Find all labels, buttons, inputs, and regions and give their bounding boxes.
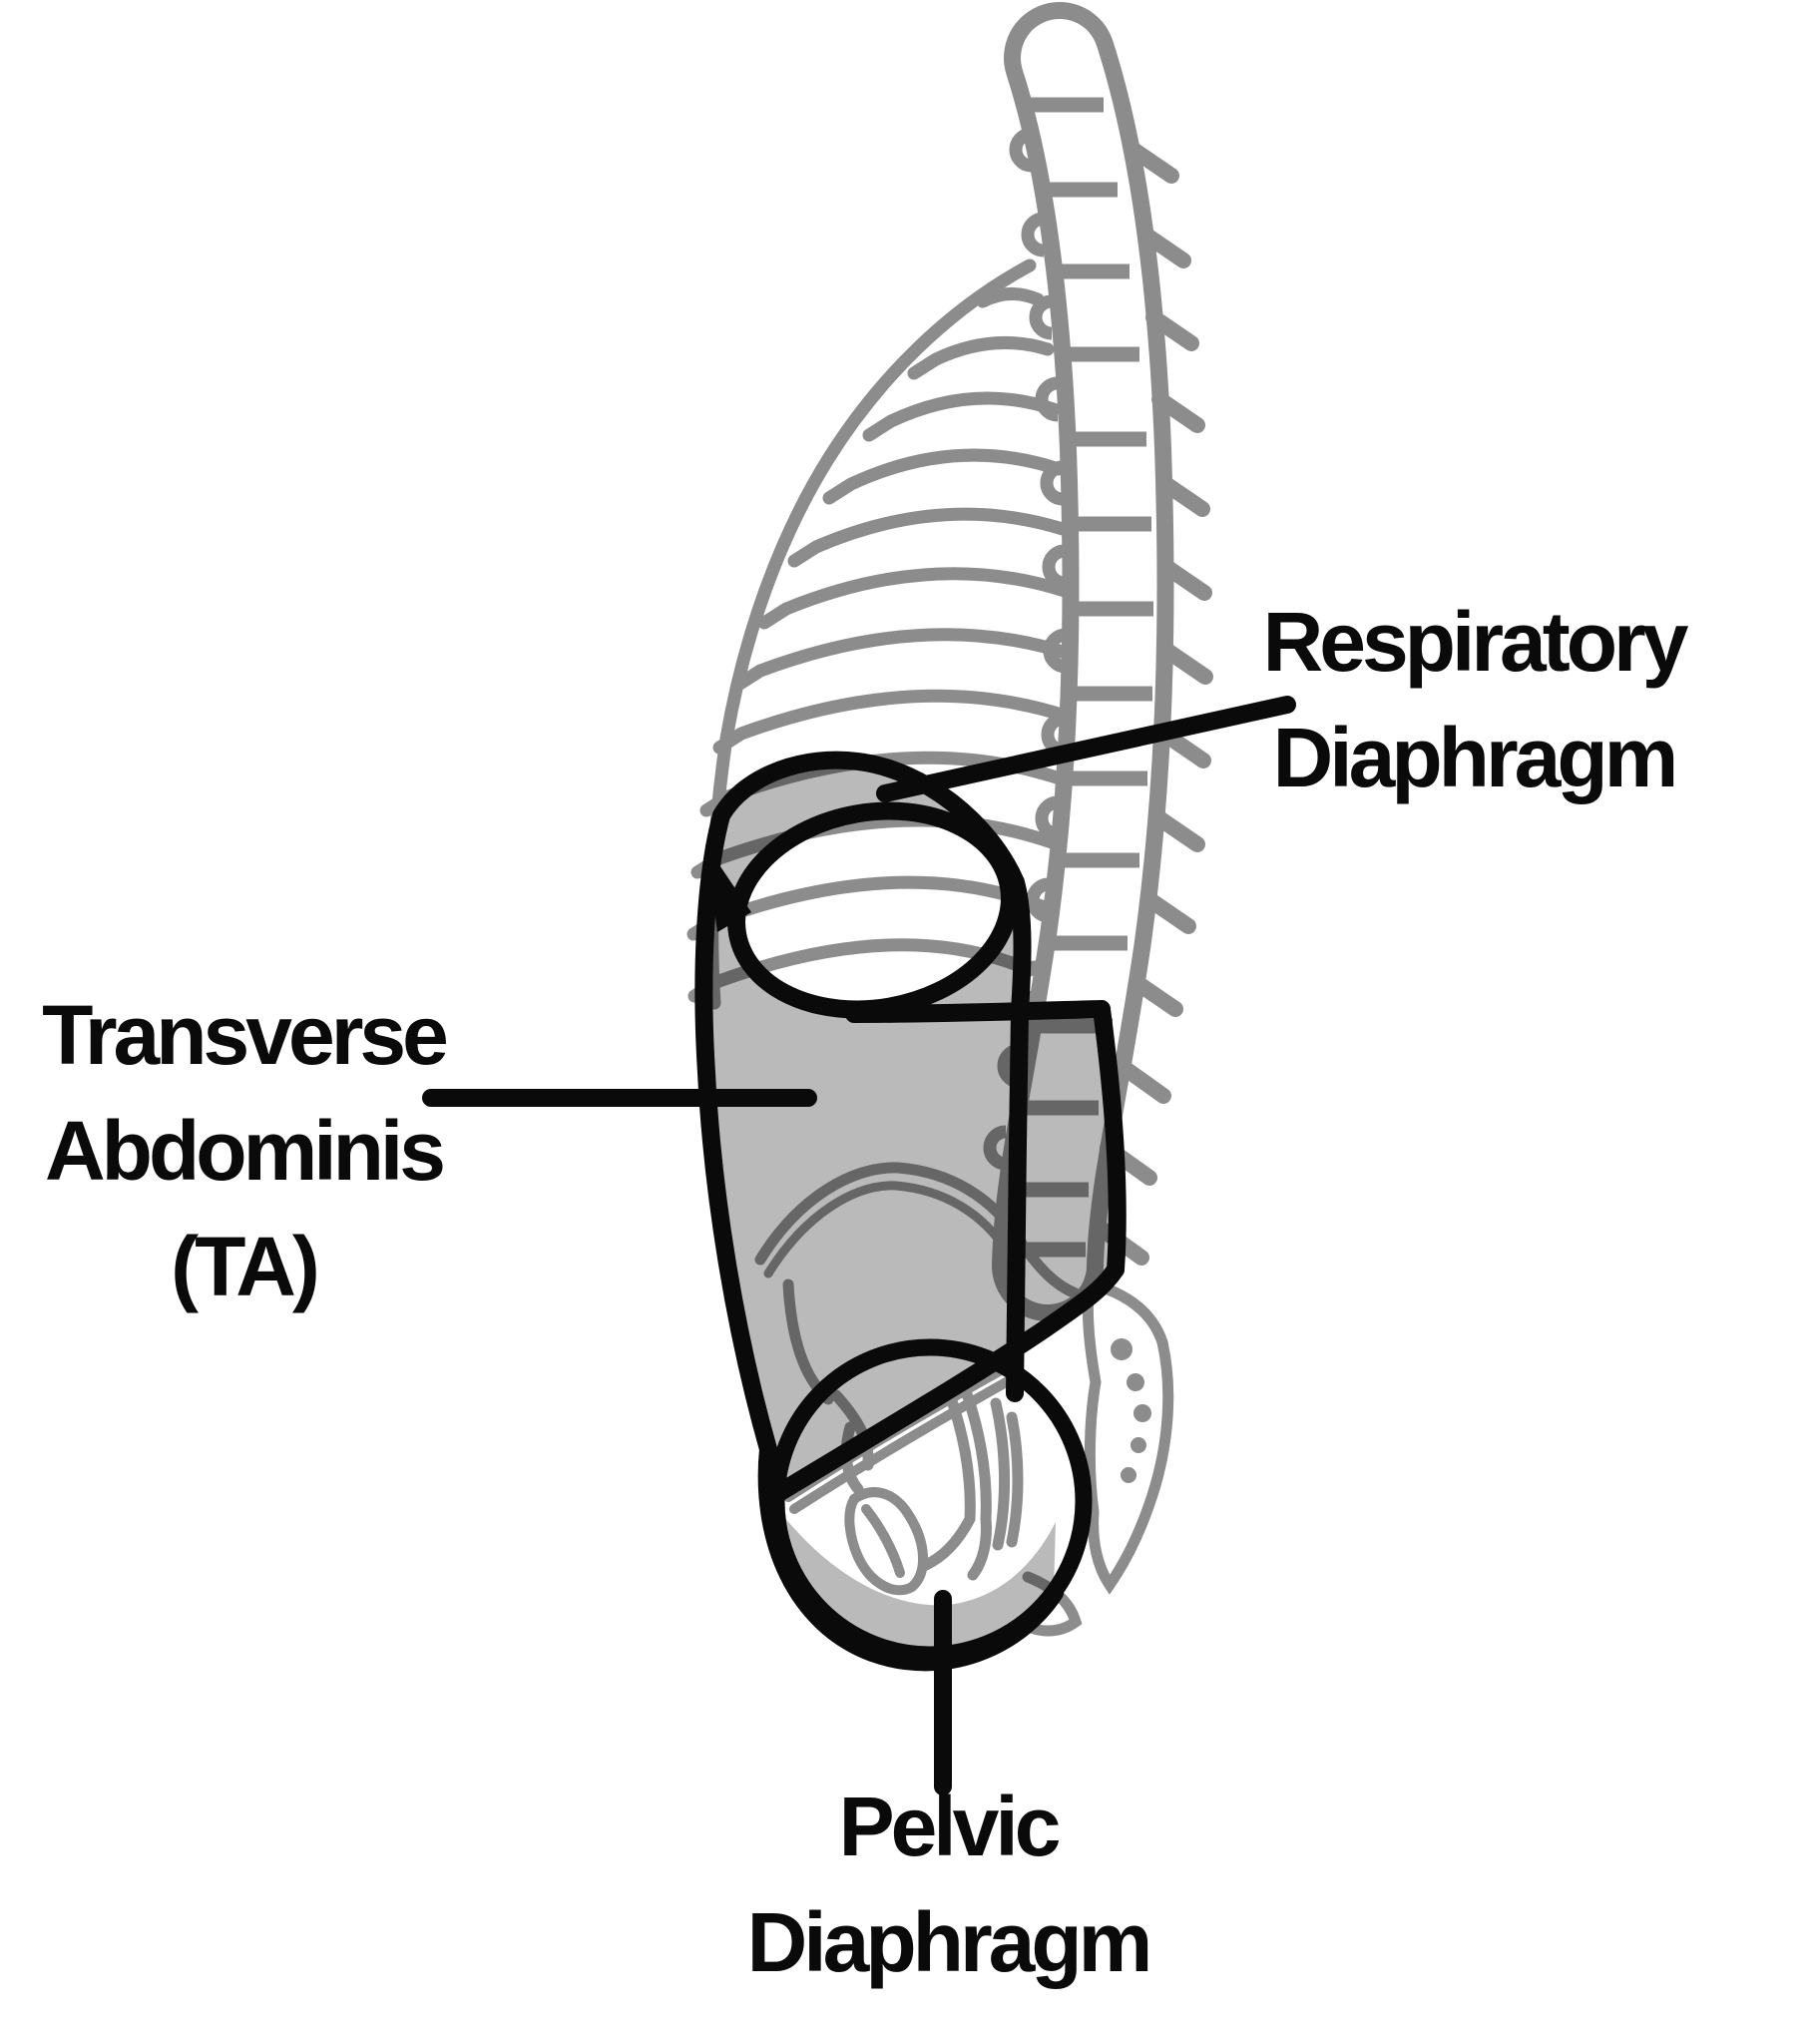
ta-label-line2: Abdominis [45,1104,446,1198]
pelvic-label-line1: Pelvic [838,1780,1062,1873]
iliac-crest [754,1162,1082,1299]
pubis-lines [990,1397,1024,1551]
pelvic-label-line2: Diaphragm [746,1895,1153,1989]
pelvis-bones [754,1162,1174,1637]
respiratory-leader-line [876,696,1296,802]
sacrum-front [920,1379,992,1581]
ta-label-line1: Transverse [42,988,449,1082]
sacral-wing-outline [1082,1277,1174,1595]
pelvic-diaphragm-region [777,1487,1056,1665]
respiratory-label-line2: Diaphragm [1272,711,1679,804]
vertebra-rungs [1010,97,1153,1258]
front-edge-beak [705,844,751,932]
respiratory-label-line1: Respiratory [1262,595,1689,689]
sacral-foramina-dots [1111,1338,1151,1483]
respiratory-diaphragm-label: Respiratory Diaphragm [1144,584,1803,815]
ta-back-line [845,1000,1111,1023]
ta-label-line3: (TA) [171,1220,320,1313]
spine-column [983,2,1213,1321]
spinous-processes [1092,142,1213,1266]
ta-bottom-line [771,1261,1125,1501]
pelvic-bowl-outline [767,1338,1093,1664]
ischial-leaf [844,1487,928,1596]
iliac-crest-inner [763,1181,1013,1278]
ischium-tip [1014,1571,1083,1637]
transverse-abdominis-label: Transverse Abdominis (TA) [14,977,473,1324]
ta-posterior-edge [1093,1000,1127,1278]
pelvic-diaphragm-label: Pelvic Diaphragm [649,1769,1247,2000]
muscle-outlines [694,751,1127,1672]
leader-lines [422,696,1296,1795]
